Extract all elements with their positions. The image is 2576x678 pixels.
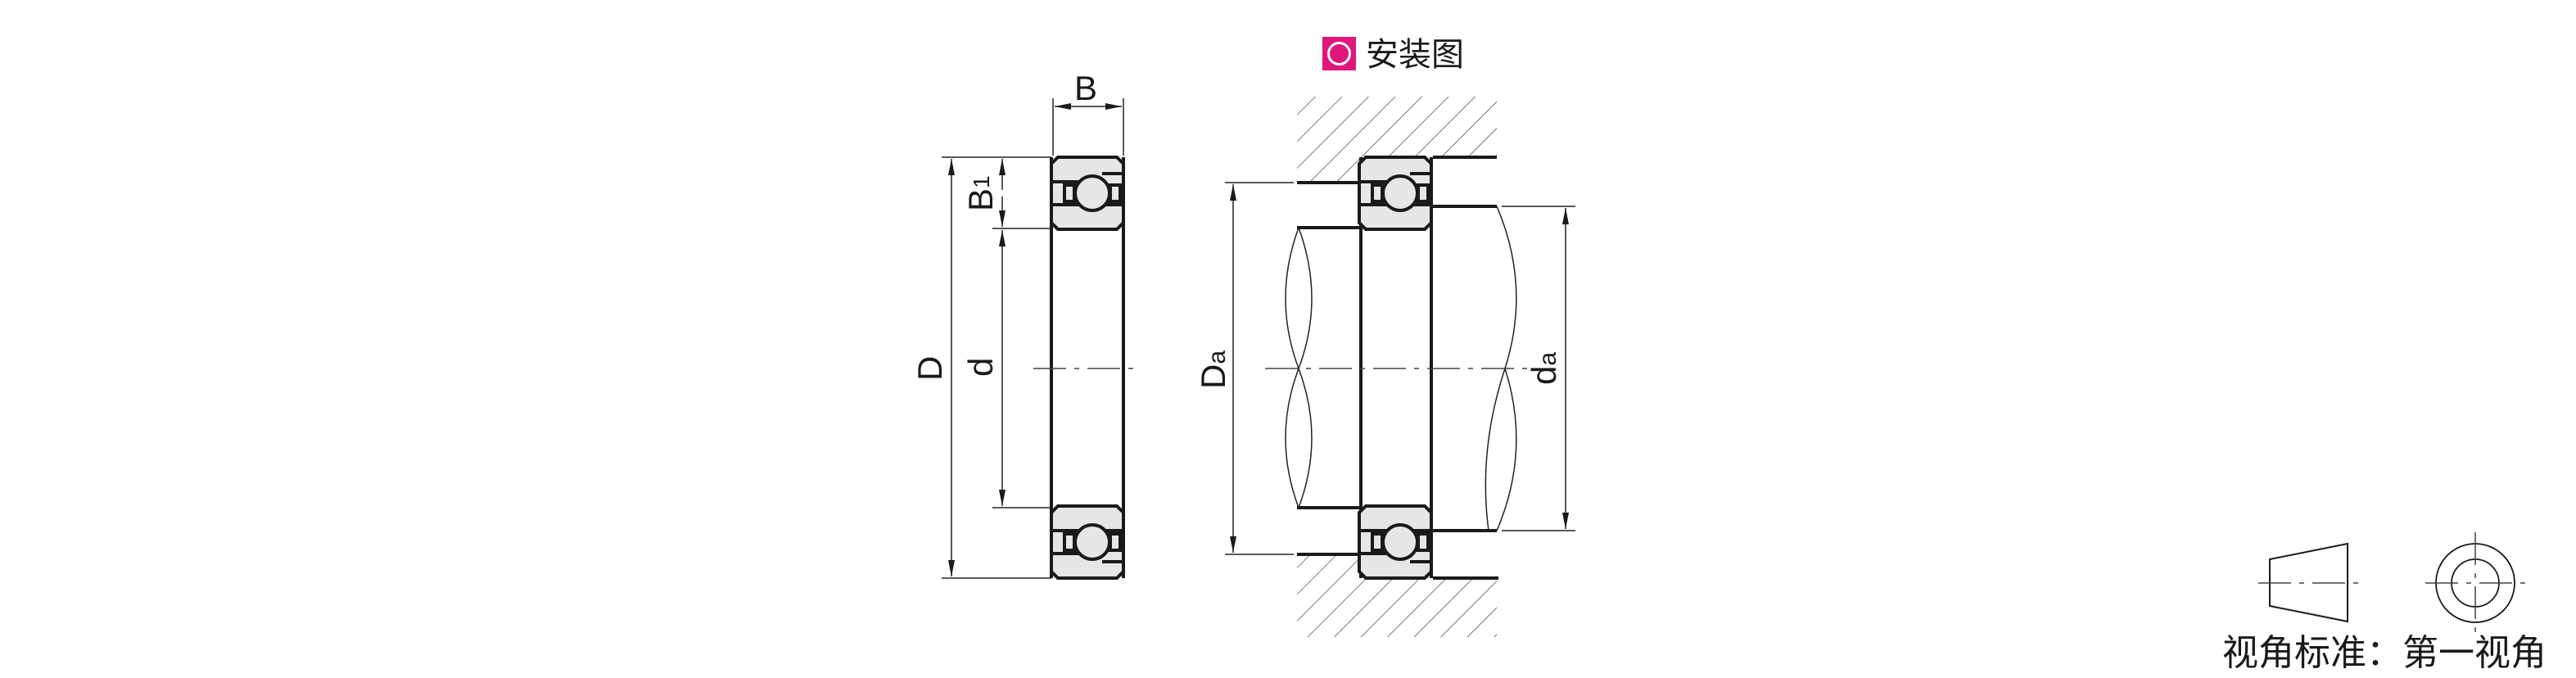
projection-label: 视角标准：第一视角 xyxy=(2222,632,2547,674)
dim-D: D xyxy=(911,356,949,381)
first-angle-projection-symbol: 视角标准：第一视角 xyxy=(2222,532,2547,674)
title-text: 安装图 xyxy=(1366,36,1464,74)
installation-view: Da da xyxy=(1194,97,1575,637)
dim-Da: Da xyxy=(1194,350,1232,389)
bearing-view: B D d B1 xyxy=(911,69,1140,580)
section-title: 安装图 xyxy=(1322,36,1464,74)
dim-da: da xyxy=(1525,352,1563,385)
dim-d: d xyxy=(961,358,1000,377)
dim-B: B xyxy=(1074,69,1097,107)
dim-B1: B1 xyxy=(961,175,1000,211)
